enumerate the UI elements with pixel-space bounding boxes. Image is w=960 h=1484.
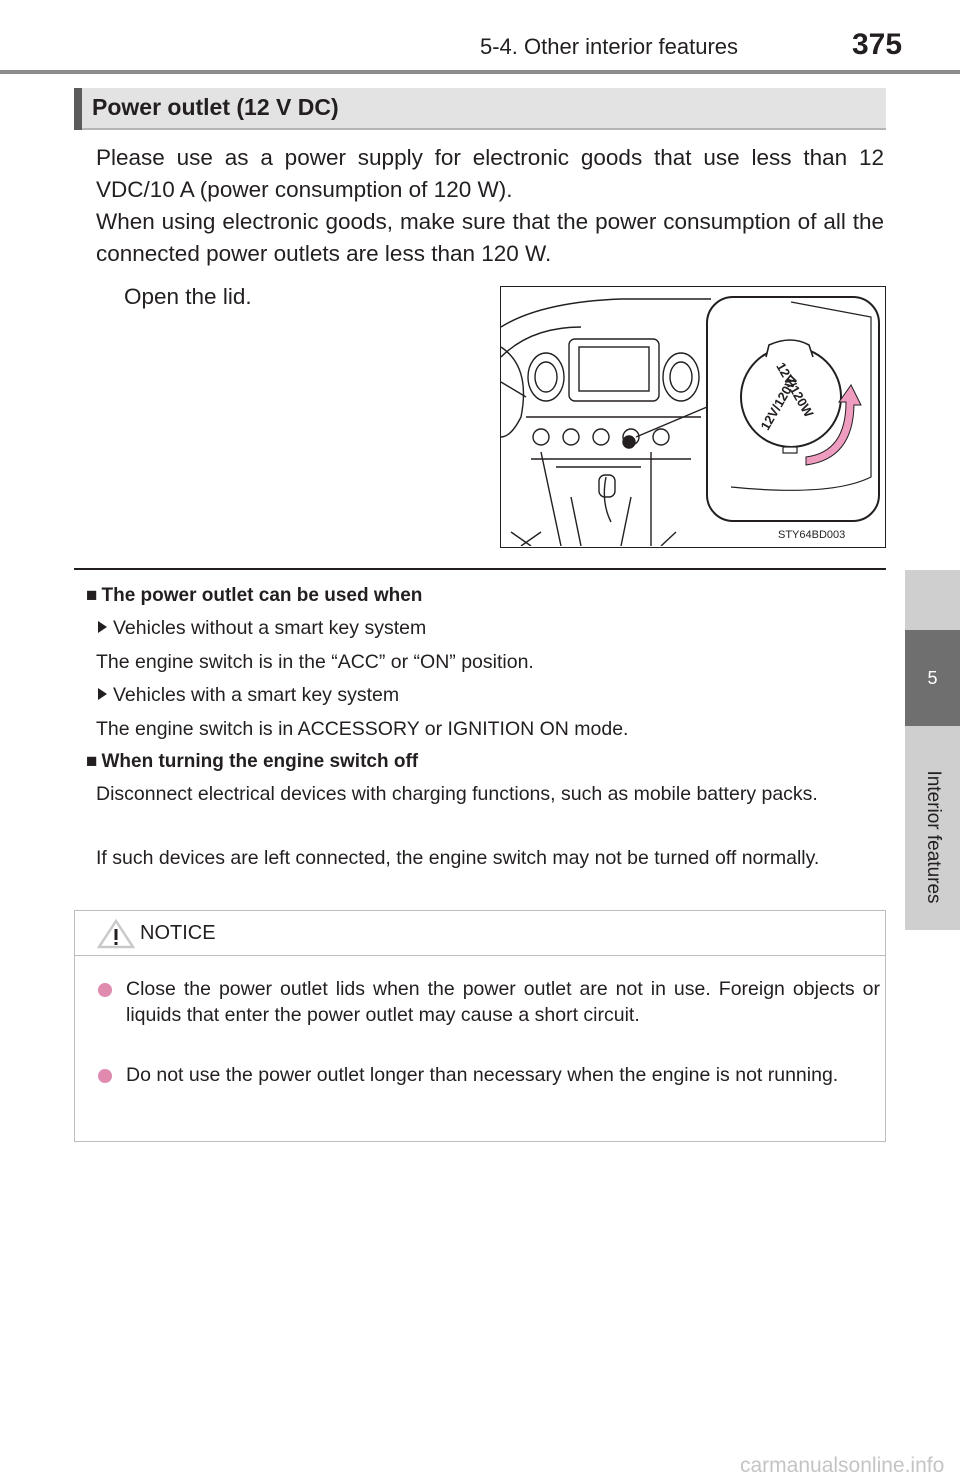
step-instruction: Open the lid. [124,284,252,309]
note-text-2: The engine switch is in ACCESSORY or IGN… [96,718,629,740]
intro-paragraph-1: Please use as a power supply for electro… [96,145,884,202]
intro-text: Please use as a power supply for electro… [96,142,884,270]
note-paragraph-2: If such devices are left connected, the … [96,847,820,869]
illustration-code: STY64BD003 [778,529,846,541]
note-heading-2: ■When turning the engine switch off [86,751,418,773]
arrow-right-icon [98,688,107,700]
notice-divider [74,955,886,956]
note-sub-1: Vehicles without a smart key system [98,615,426,641]
arrow-right-icon [98,621,107,633]
warning-triangle-icon [96,918,136,949]
running-header-section: 5-4. Other interior features [480,34,739,59]
dashboard-drawing: 12V/120W 12V/120W [500,296,880,547]
section-title-accent [74,88,82,130]
note-text-1: The engine switch is in the “ACC” or “ON… [96,651,534,673]
notice-bullet-1-icon [98,983,112,1002]
notice-item-2: Do not use the power outlet longer than … [126,1064,839,1086]
header-rule [0,70,960,74]
section-title-bar [74,88,886,130]
note-sub-1-text: Vehicles without a smart key system [113,617,427,639]
square-bullet-icon: ■ [86,751,98,772]
note-heading-2-text: When turning the engine switch off [101,751,419,772]
note-heading-1-text: The power outlet can be used when [101,585,423,606]
intro-paragraph-2: When using electronic goods, make sure t… [96,209,884,266]
square-bullet-icon: ■ [86,585,98,606]
chapter-number: 5 [905,630,960,726]
chapter-label: Interior features [905,742,960,932]
notice-item-1: Close the power outlet lids when the pow… [126,978,880,1026]
notice-title: NOTICE [140,922,216,944]
note-sub-2-text: Vehicles with a smart key system [113,684,400,706]
page-number: 375 [852,28,903,61]
note-paragraph-1: Disconnect electrical devices with charg… [96,783,818,805]
notice-bullet-2-icon [98,1069,112,1088]
power-outlet-illustration: 12V/120W 12V/120W [500,286,886,548]
note-sub-2: Vehicles with a smart key system [98,682,399,708]
notice-box [74,910,886,1142]
section-title: Power outlet (12 V DC) [92,94,339,120]
watermark: carmanualsonline.info [740,1454,945,1477]
section-divider [74,568,886,570]
note-heading-1: ■The power outlet can be used when [86,585,422,607]
chapter-label-text: Interior features [922,770,944,904]
